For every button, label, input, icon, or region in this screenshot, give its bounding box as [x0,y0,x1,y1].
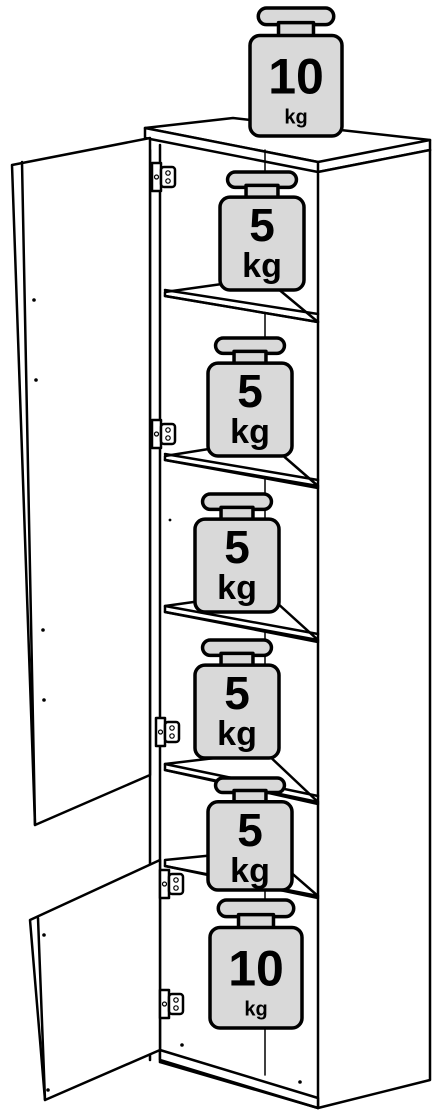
weight-shelf-3: 5kg [195,494,279,612]
weight-value: 5 [237,804,263,856]
hinge-icon [156,718,179,746]
weight-value: 5 [249,199,275,251]
weight-shelf-4: 5kg [195,640,279,758]
weight-unit: kg [217,715,257,753]
weight-value: 5 [237,365,263,417]
weight-unit: kg [230,852,270,890]
weight-value: 10 [228,940,284,996]
weight-unit: kg [284,106,307,128]
weight-unit: kg [244,998,267,1020]
weight-value: 5 [224,667,250,719]
weight-value: 5 [224,521,250,573]
weight-shelf-2: 5kg [208,338,292,456]
hinge-icon [152,163,175,191]
hinge-icon [160,990,183,1018]
weight-unit: kg [217,569,257,607]
weight-unit: kg [242,247,282,285]
hinge-icon [152,420,175,448]
right-side-panel [318,150,430,1108]
cabinet-bottom [160,1050,318,1108]
hinge-icon [160,870,183,898]
weight-unit: kg [230,413,270,451]
weight-value: 10 [268,48,324,104]
weight-shelf-1: 5kg [220,172,304,290]
lower-door-panel [30,860,160,1100]
upper-door [12,138,171,825]
